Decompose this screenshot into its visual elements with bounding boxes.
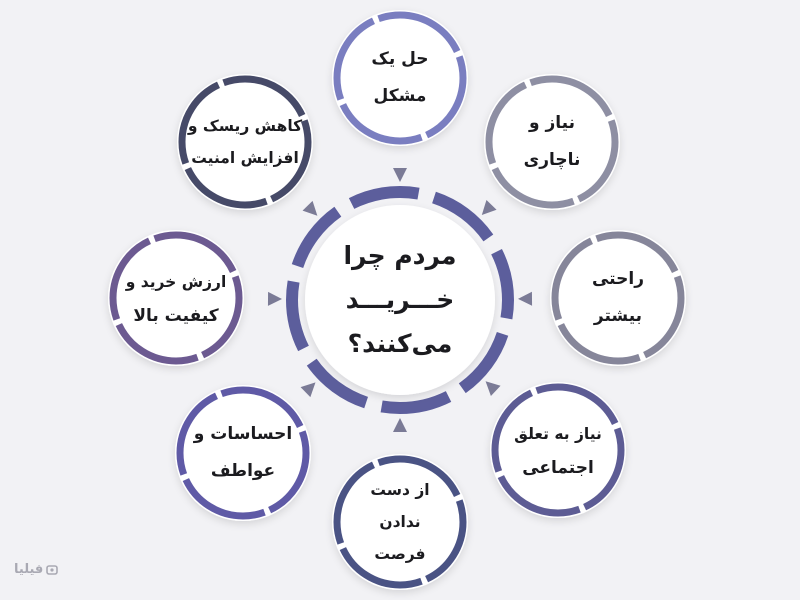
node-solve-problem-disc	[332, 10, 468, 146]
node-risk-security	[177, 74, 313, 210]
node-risk-security-label-line: افزایش امنیت	[191, 149, 299, 167]
node-emotions-label-line: عواطف	[210, 461, 276, 481]
node-comfort	[550, 230, 686, 366]
outer-nodes	[108, 10, 686, 590]
node-comfort-label-line: بیشتر	[593, 306, 643, 326]
node-belonging-ring	[491, 383, 625, 517]
node-fomo-label-line: از دست	[370, 481, 430, 499]
node-belonging	[490, 382, 626, 518]
node-risk-security-ring	[178, 75, 312, 209]
node-value-quality-disc	[108, 230, 244, 366]
node-risk-security-label-line: کاهش ریسک و	[187, 117, 303, 135]
node-fomo	[332, 454, 468, 590]
node-need-label-line: ناچاری	[523, 150, 581, 170]
node-need-label-line: نیاز و	[529, 113, 575, 133]
node-need	[484, 74, 620, 210]
node-fomo-label-line: فرصت	[374, 545, 426, 563]
node-solve-problem-label-line: مشکل	[373, 86, 427, 106]
connector-arrow-icon	[393, 168, 407, 182]
connector-arrow-icon	[517, 291, 533, 306]
node-belonging-label-line: نیاز به تعلق	[514, 425, 602, 443]
center-label-line: می‌کنند؟	[347, 329, 453, 358]
node-comfort-ring	[551, 231, 685, 365]
node-emotions-ring	[176, 386, 310, 520]
node-risk-security-disc	[177, 74, 313, 210]
connector-arrow-icon	[302, 200, 318, 216]
connector-arrow-icon	[393, 418, 407, 432]
node-belonging-label-line: اجتماعی	[522, 458, 594, 478]
center-outer-ring	[286, 186, 514, 414]
connector-arrows	[267, 168, 533, 432]
connector-arrow-icon	[481, 200, 497, 215]
node-comfort-label-line: راحتی	[591, 269, 644, 289]
connector-arrow-icon	[485, 381, 501, 396]
connector-arrow-icon	[300, 382, 316, 398]
node-value-quality-label-line: ارزش خرید و	[125, 273, 227, 291]
node-fomo-disc	[332, 454, 468, 590]
node-need-ring	[485, 75, 619, 209]
node-emotions-disc	[175, 385, 311, 521]
center-disc	[305, 205, 495, 395]
node-fomo-label-line: ندادن	[379, 513, 421, 531]
center-node	[286, 186, 514, 414]
node-belonging-disc	[490, 382, 626, 518]
node-value-quality-ring	[109, 231, 243, 365]
brand-logo: فیلیا	[14, 562, 59, 577]
node-need-disc	[484, 74, 620, 210]
node-solve-problem-label-line: حل یک	[371, 49, 429, 69]
brand-name: فیلیا	[14, 562, 44, 577]
node-value-quality	[108, 230, 244, 366]
center-label-line: خـــریـــد	[345, 285, 455, 314]
center-label-line: مردم چرا	[343, 241, 457, 270]
node-fomo-ring	[333, 455, 467, 589]
node-solve-problem	[332, 10, 468, 146]
brand-logo-icon	[46, 564, 59, 575]
node-comfort-disc	[550, 230, 686, 366]
node-value-quality-label-line: کیفیت بالا	[133, 306, 219, 326]
node-solve-problem-ring	[333, 11, 467, 145]
node-emotions	[175, 385, 311, 521]
connector-arrow-icon	[267, 291, 283, 306]
node-emotions-label-line: احساسات و	[193, 424, 293, 444]
